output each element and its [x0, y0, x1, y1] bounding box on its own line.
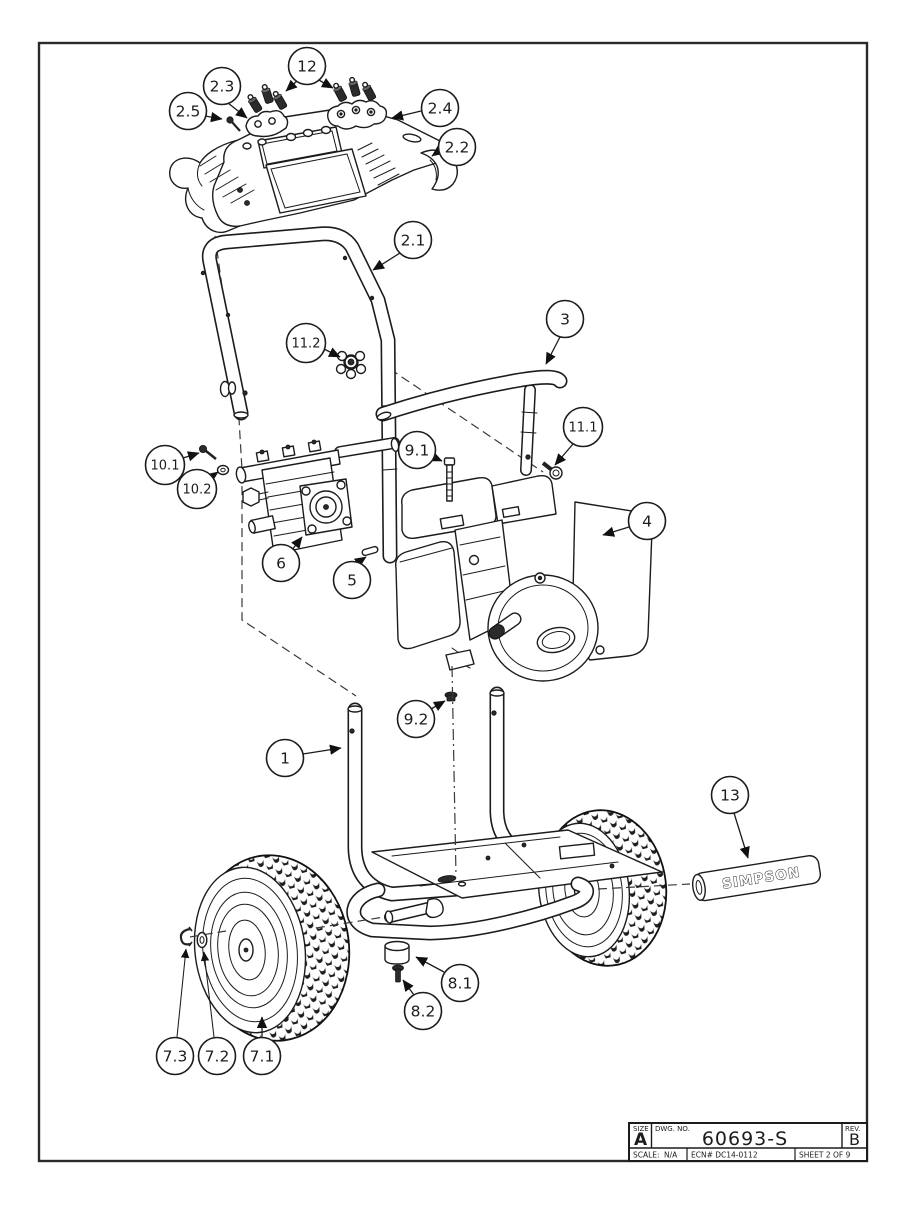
callout-9-2: 9.2 [396, 699, 446, 739]
svg-text:2.4: 2.4 [428, 100, 453, 118]
grip: SIMPSON [691, 855, 822, 902]
svg-text:3: 3 [560, 311, 570, 329]
callout-7-1: 7.1 [242, 1016, 282, 1076]
svg-text:11.1: 11.1 [569, 421, 598, 436]
screw-2-5 [226, 116, 241, 132]
axle-washer [196, 931, 208, 949]
size-label: SIZE [633, 1125, 649, 1133]
svg-text:10.1: 10.1 [151, 459, 180, 474]
svg-text:4: 4 [642, 513, 652, 531]
svg-text:7.1: 7.1 [250, 1048, 275, 1066]
callout-8-2: 8.2 [402, 979, 443, 1031]
svg-text:8.1: 8.1 [448, 975, 473, 993]
rubber-foot [384, 940, 410, 965]
svg-text:13: 13 [720, 787, 740, 805]
pump-washer-10-2 [216, 464, 230, 476]
callout-7-3: 7.3 [155, 948, 195, 1076]
svg-text:2.2: 2.2 [445, 139, 470, 157]
svg-text:10.2: 10.2 [183, 483, 212, 498]
rev-label: REV. [845, 1125, 860, 1133]
nozzle-set [247, 76, 377, 113]
ecn-value: ECN# DC14-0112 [691, 1151, 758, 1160]
callout-12: 12 [285, 46, 334, 92]
callout-5: 5 [332, 556, 372, 600]
callout-11-2: 11.2 [285, 322, 341, 364]
title-block: SIZE A DWG. NO. 60693-S REV. B SCALE: N/… [628, 1122, 868, 1162]
knob-11-1 [541, 461, 563, 480]
nozzle-bracket-left [245, 109, 289, 138]
pump-ports [255, 439, 322, 463]
lower-handle [375, 369, 568, 476]
svg-text:7.2: 7.2 [205, 1048, 230, 1066]
rev-value: B [849, 1130, 860, 1149]
callout-4: 4 [602, 501, 667, 541]
svg-text:8.2: 8.2 [411, 1003, 436, 1021]
drawing-border [37, 41, 869, 1163]
pump-bolt-10-1 [198, 444, 217, 461]
left-wheel [193, 854, 351, 1042]
pump-assembly [235, 437, 400, 555]
console-panel [169, 107, 453, 234]
dwg-no-value: 60693-S [702, 1128, 788, 1150]
svg-text:6: 6 [276, 555, 286, 573]
knob-11-2 [335, 350, 367, 380]
engine [395, 474, 653, 682]
handle-knob-left [219, 380, 237, 398]
scale-label: SCALE: [633, 1151, 660, 1160]
svg-text:9.1: 9.1 [405, 442, 430, 460]
svg-text:2.1: 2.1 [401, 232, 426, 250]
scale-value: N/A [664, 1151, 678, 1160]
bolt-9-1 [443, 457, 456, 502]
size-value: A [634, 1130, 648, 1150]
alignment-dashed-lines-front [189, 665, 691, 938]
foot-bolt [392, 964, 404, 983]
svg-text:7.3: 7.3 [163, 1048, 188, 1066]
svg-text:11.2: 11.2 [292, 337, 321, 352]
callout-2-1: 2.1 [372, 220, 433, 271]
upper-handle [200, 226, 398, 564]
callout-6: 6 [261, 536, 303, 583]
callout-13: 13 [710, 775, 750, 859]
callout-3: 3 [545, 299, 585, 365]
callout-9-1: 9.1 [397, 430, 443, 470]
svg-text:5: 5 [347, 572, 357, 590]
starter-grip [488, 612, 522, 640]
callout-8-1: 8.1 [415, 956, 480, 1003]
shaft-key-5 [361, 545, 379, 557]
nozzle-bracket-right [327, 99, 388, 130]
vent-hatches-right [357, 142, 400, 186]
axle-clip [179, 926, 193, 947]
callout-2-3: 2.3 [202, 66, 248, 119]
sheet-value: SHEET 2 OF 9 [799, 1151, 851, 1160]
right-wheel [537, 809, 668, 967]
vent-hatches-left [199, 155, 255, 204]
svg-text:2.5: 2.5 [176, 103, 201, 121]
alignment-dashed-lines-back [212, 221, 544, 697]
svg-text:1: 1 [280, 750, 290, 768]
frame [346, 686, 663, 941]
nut-9-2 [444, 691, 458, 702]
callouts: 12 2.3 2.5 2.4 2.2 2.1 [144, 46, 750, 1076]
callout-10-1: 10.1 [144, 444, 200, 486]
callout-2-2: 2.2 [431, 127, 477, 167]
dwg-no-label: DWG. NO. [655, 1125, 690, 1133]
callout-11-1: 11.1 [554, 406, 604, 466]
callout-2-4: 2.4 [391, 88, 460, 128]
callout-2-5: 2.5 [168, 91, 223, 131]
callout-1: 1 [265, 738, 342, 778]
callout-7-2: 7.2 [197, 951, 237, 1076]
svg-text:12: 12 [297, 58, 317, 76]
svg-text:2.3: 2.3 [210, 78, 235, 96]
callout-10-2: 10.2 [176, 468, 219, 510]
svg-text:9.2: 9.2 [404, 711, 429, 729]
